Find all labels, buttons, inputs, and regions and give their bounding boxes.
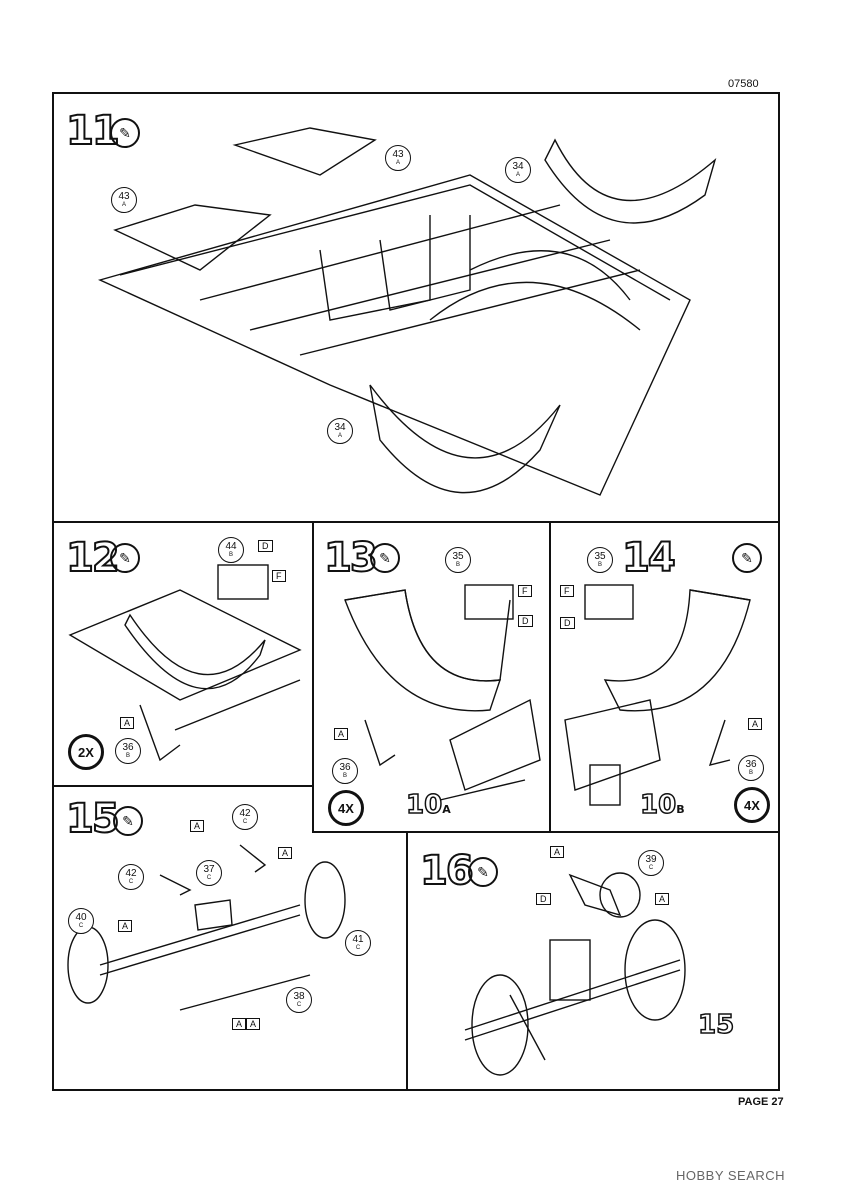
fender-12-drawing bbox=[68, 564, 302, 762]
paint-flag: A bbox=[120, 717, 135, 729]
divider bbox=[52, 521, 780, 523]
divider bbox=[312, 521, 314, 833]
quantity-badge: 4X bbox=[328, 790, 364, 826]
step-number-16: 16 bbox=[419, 847, 475, 895]
paint-flag: A bbox=[748, 718, 763, 730]
paint-flag: F bbox=[518, 585, 532, 597]
sub-assembly-label: 15 bbox=[697, 1009, 735, 1041]
paint-flag: A bbox=[334, 728, 349, 740]
step-number-15: 15 bbox=[65, 795, 121, 843]
paint-flag: A bbox=[246, 1018, 261, 1030]
paint-flag: A bbox=[118, 920, 133, 932]
glue-icon: ✎ bbox=[110, 118, 140, 148]
paint-flag: A bbox=[655, 893, 670, 905]
paint-flag: A bbox=[550, 846, 565, 858]
paint-flag: D bbox=[560, 617, 575, 629]
quantity-badge: 4X bbox=[734, 787, 770, 823]
glue-icon: ✎ bbox=[110, 543, 140, 573]
instruction-frame bbox=[52, 92, 780, 1091]
paint-flag: A bbox=[190, 820, 205, 832]
sub-assembly-label: 10B bbox=[639, 789, 685, 821]
paint-flag: A bbox=[278, 847, 293, 859]
sub-assembly-label: 10A bbox=[405, 789, 451, 821]
axle-15-drawing bbox=[67, 844, 346, 1011]
paint-flag: D bbox=[258, 540, 273, 552]
glue-icon: ✎ bbox=[468, 857, 498, 887]
paint-flag: A bbox=[232, 1018, 247, 1030]
watermark: HOBBY SEARCH bbox=[676, 1168, 786, 1183]
quantity-badge: 2X bbox=[68, 734, 104, 770]
divider bbox=[549, 521, 551, 833]
divider bbox=[406, 831, 408, 1091]
glue-icon: ✎ bbox=[732, 543, 762, 573]
glue-icon: ✎ bbox=[370, 543, 400, 573]
chassis-drawing bbox=[97, 127, 717, 496]
glue-icon: ✎ bbox=[113, 806, 143, 836]
fender-14-drawing bbox=[564, 584, 751, 806]
wheel-16-drawing bbox=[464, 872, 686, 1076]
paint-flag: D bbox=[518, 615, 533, 627]
step-number-14: 14 bbox=[621, 534, 677, 582]
page-number: PAGE 27 bbox=[738, 1096, 784, 1108]
fender-13-drawing bbox=[344, 584, 541, 801]
step-number-13: 13 bbox=[323, 534, 379, 582]
divider bbox=[312, 831, 780, 833]
divider bbox=[52, 785, 314, 787]
catalog-code: 07580 bbox=[728, 78, 759, 90]
paint-flag: F bbox=[560, 585, 574, 597]
paint-flag: F bbox=[272, 570, 286, 582]
paint-flag: D bbox=[536, 893, 551, 905]
